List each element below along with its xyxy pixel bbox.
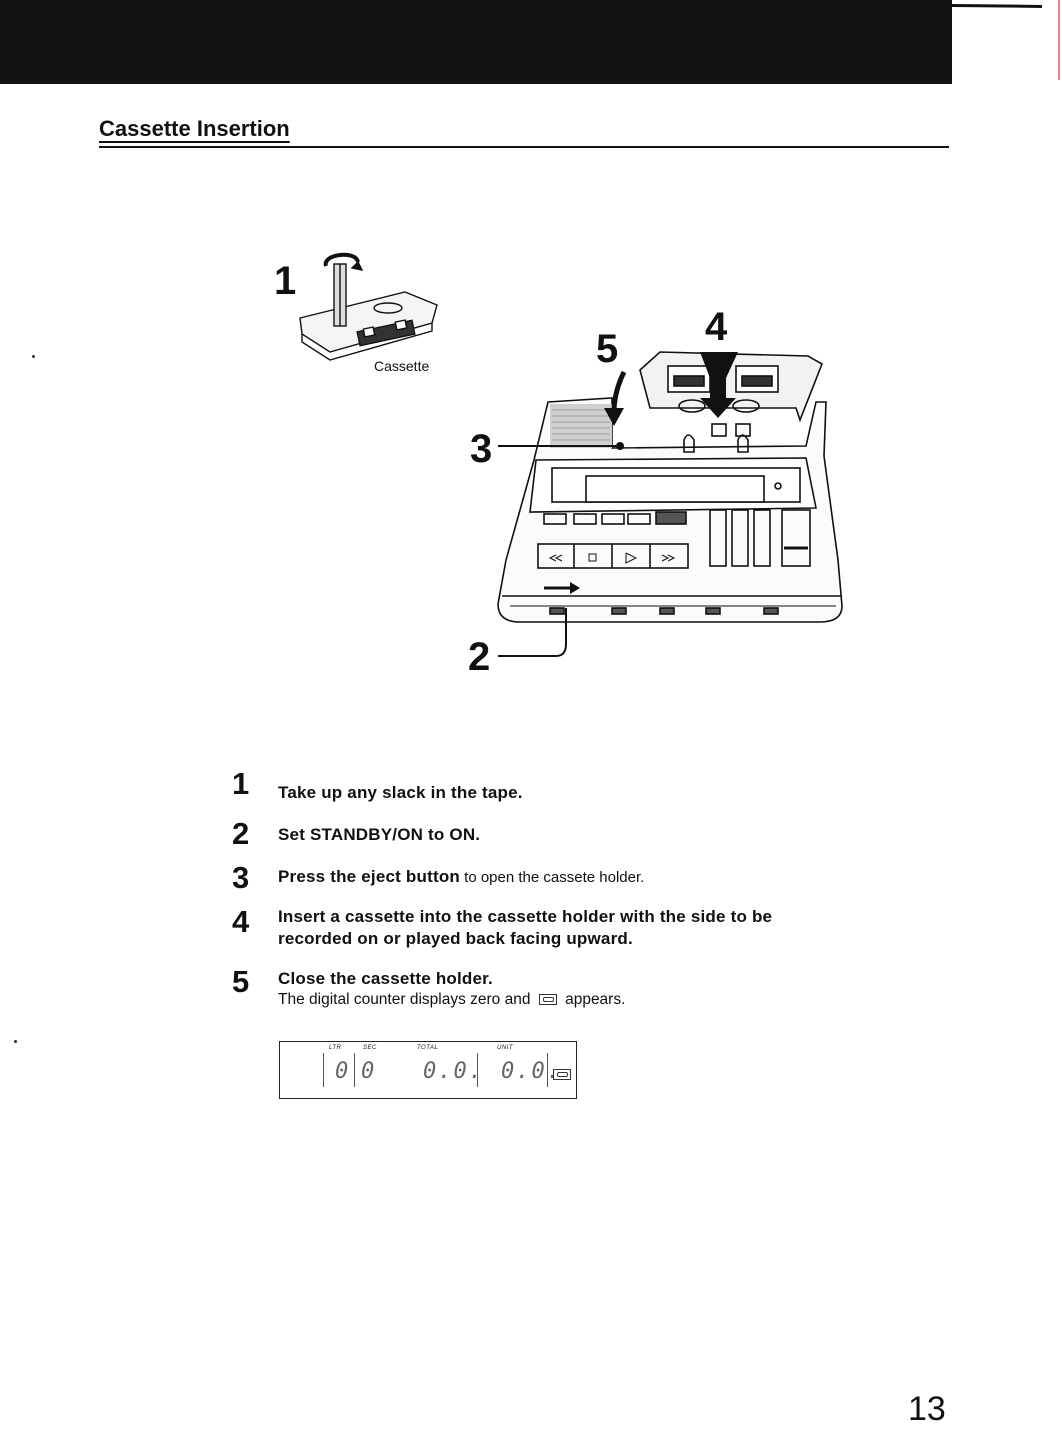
- digital-counter-display: LTR SEC TOTAL UNIT 0 0 0.0. 0.0.: [279, 1041, 577, 1099]
- step-text: Take up any slack in the tape.: [278, 783, 523, 802]
- tape-icon: [538, 994, 557, 1006]
- cassette-label: Cassette: [374, 358, 429, 374]
- scan-speck: [14, 1040, 17, 1043]
- callout-1: 1: [274, 259, 296, 303]
- step-number: 4: [232, 904, 250, 939]
- counter-label-unit: UNIT: [497, 1045, 513, 1051]
- header-band: [0, 0, 952, 84]
- section-title: Cassette Insertion: [99, 116, 290, 141]
- step-detail: to open the cassete holder.: [460, 869, 645, 886]
- page-edge-mark: [1058, 0, 1060, 80]
- insert-cassette-arrow: [700, 352, 738, 418]
- counter-sec-value: 0: [361, 1059, 377, 1084]
- callout-3: 3: [470, 427, 492, 471]
- step-text: Close the cassette holder.: [278, 969, 493, 988]
- note-text-end: appears.: [565, 991, 626, 1008]
- counter-frame: [279, 1041, 577, 1099]
- callout-2: 2: [468, 635, 490, 679]
- step-text-line2: recorded on or played back facing upward…: [278, 929, 633, 948]
- standby-switch-pointer: [498, 582, 580, 657]
- step-4: 4 Insert a cassette into the cassette ho…: [232, 898, 932, 962]
- step-note: The digital counter displays zero and ap…: [278, 990, 932, 1010]
- page-number: 13: [908, 1390, 946, 1428]
- step-number: 1: [232, 766, 250, 801]
- step-number: 5: [232, 964, 250, 999]
- counter-separator: [354, 1053, 355, 1087]
- counter-label-ltr: LTR: [329, 1045, 342, 1051]
- scan-speck: [32, 355, 35, 358]
- step-number: 3: [232, 860, 250, 895]
- instruction-steps: 1 Take up any slack in the tape. 2 Set S…: [232, 766, 932, 1010]
- counter-ltr-value: 0: [335, 1059, 351, 1084]
- close-holder-arrow: [604, 370, 627, 426]
- title-rule: [99, 146, 949, 148]
- step-number: 2: [232, 816, 250, 851]
- step-5: 5 Close the cassette holder. The digital…: [232, 962, 932, 1010]
- callout-4: 4: [705, 305, 728, 349]
- counter-separator: [477, 1053, 478, 1087]
- cassette-deck-drawing: [497, 351, 843, 623]
- transport-key-glyphs: [548, 552, 676, 564]
- tape-icon: [553, 1069, 571, 1080]
- step-text: Set STANDBY/ON to ON.: [278, 825, 481, 844]
- cassette-deck-illustration: 1 Cassette: [274, 252, 843, 679]
- counter-total-value: 0.0.: [423, 1059, 484, 1084]
- counter-label-sec: SEC: [363, 1045, 377, 1051]
- counter-separator: [547, 1053, 548, 1087]
- callout-5: 5: [596, 327, 618, 371]
- counter-label-total: TOTAL: [417, 1045, 439, 1051]
- step-2: 2 Set STANDBY/ON to ON.: [232, 814, 932, 856]
- cassette-with-pencil-drawing: [299, 252, 438, 361]
- step-3: 3 Press the eject button to open the cas…: [232, 856, 932, 898]
- step-1: 1 Take up any slack in the tape.: [232, 766, 932, 814]
- step-text: Insert a cassette into the cassette hold…: [278, 907, 773, 926]
- counter-separator: [323, 1053, 324, 1087]
- eject-button-pointer: [498, 442, 624, 450]
- step-text: Press the eject button: [278, 867, 460, 886]
- note-text: The digital counter displays zero and: [278, 991, 531, 1008]
- counter-unit-value: 0.0.: [501, 1059, 562, 1084]
